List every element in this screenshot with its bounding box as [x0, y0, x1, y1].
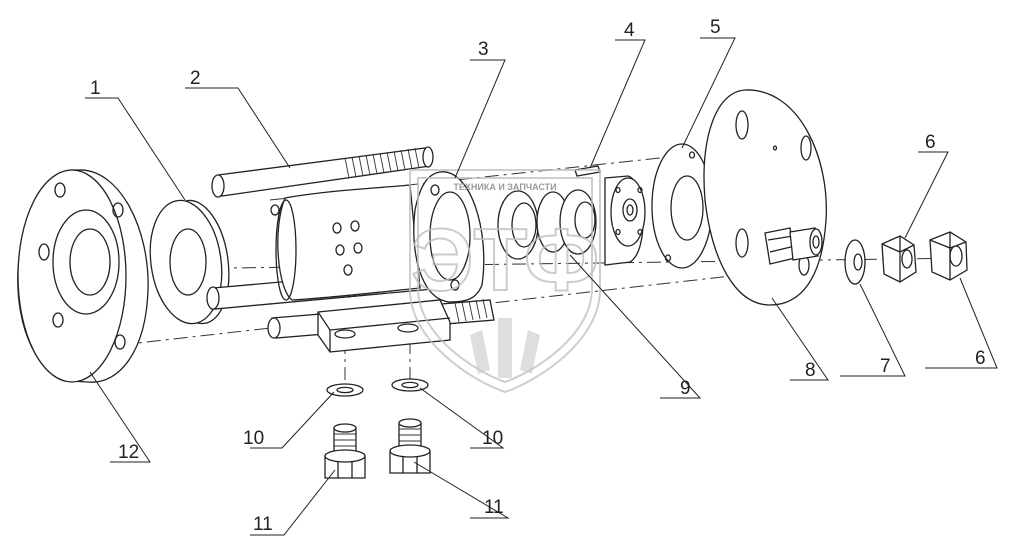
part-5-gasket	[651, 143, 713, 269]
central-body	[270, 184, 451, 353]
part-6-nut-a	[881, 235, 917, 283]
part-9-rotor	[497, 175, 646, 266]
label-part-6-bottom: 6	[975, 348, 986, 369]
label-part-7: 7	[880, 356, 891, 377]
label-part-11-left: 11	[253, 514, 273, 535]
part-12-flange	[17, 169, 149, 383]
label-part-4: 4	[624, 20, 635, 41]
label-part-10-right: 10	[482, 428, 503, 449]
label-part-6-top: 6	[925, 132, 936, 153]
label-part-1: 1	[90, 78, 101, 99]
part-6-nut-b	[929, 231, 968, 281]
part-3-plate	[413, 171, 485, 303]
leader-lines	[85, 37, 998, 536]
part-8-cover	[703, 89, 827, 306]
label-part-10-left: 10	[243, 428, 264, 449]
label-part-11-right: 11	[484, 497, 504, 518]
watermark-logo: ТЕХНИКА И ЗАПЧАСТИ ЭТФ	[409, 169, 601, 394]
label-part-2: 2	[190, 68, 201, 89]
label-part-9: 9	[680, 378, 691, 399]
lower-axis	[119, 274, 741, 346]
label-part-12: 12	[118, 442, 139, 463]
part-11-plug-left	[324, 423, 366, 479]
watermark-letters: ЭТФ	[411, 210, 599, 309]
watermark-text: ТЕХНИКА И ЗАПЧАСТИ	[453, 182, 556, 192]
part-11-plug-right	[389, 418, 431, 474]
label-part-5: 5	[710, 17, 721, 38]
label-part-8: 8	[805, 360, 816, 381]
part-10-washer-right	[391, 378, 429, 392]
part-10-washer-left	[326, 383, 364, 397]
part-7-washer	[844, 239, 866, 285]
label-part-3: 3	[478, 39, 489, 60]
